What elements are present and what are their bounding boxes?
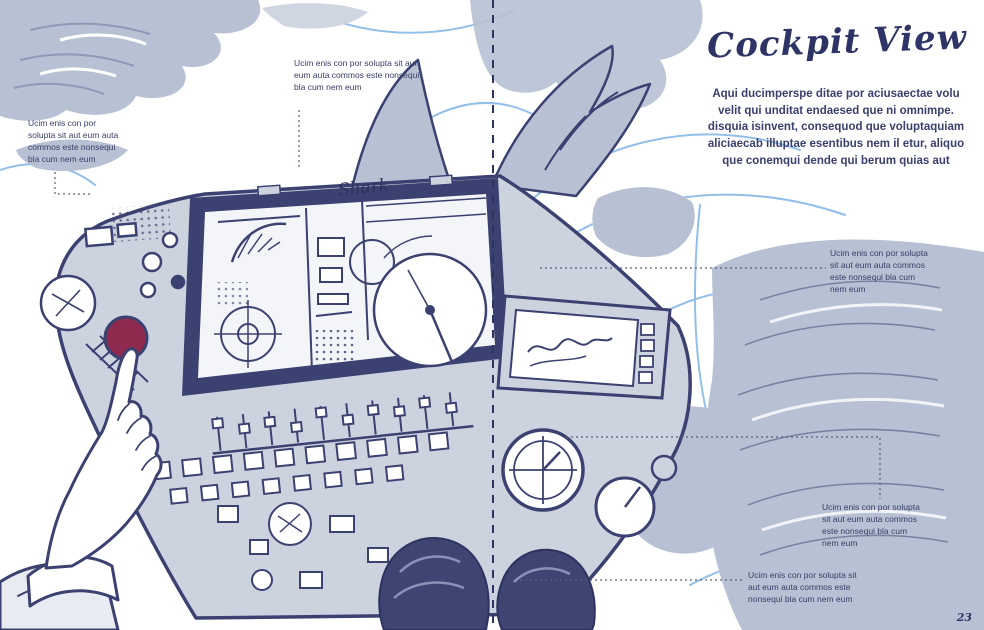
left-knob-cluster xyxy=(39,221,186,332)
main-display xyxy=(182,174,508,396)
annotation-top-center: Ucim enis con por solupta sit aut eum au… xyxy=(294,58,420,92)
annotation-right-upper: Ucim enis con por solupta sit aut eum au… xyxy=(830,248,928,294)
annotation-right-lower: Ucim enis con por solupta sit aut eum au… xyxy=(822,502,920,548)
slider-bank xyxy=(211,392,474,455)
pilot-hand xyxy=(0,347,163,630)
instrument-panel xyxy=(39,174,692,630)
annotation-left: Ucim enis con por solupta sit aut eum au… xyxy=(28,118,119,164)
round-gauges xyxy=(501,428,678,538)
nav-display xyxy=(496,294,672,400)
page-number: 23 xyxy=(956,611,972,624)
canopy-plumes xyxy=(350,44,652,198)
annotation-bottom: Ucim enis con por solupta sit aut eum au… xyxy=(748,570,857,604)
button-rows xyxy=(150,431,450,505)
lower-controls xyxy=(217,502,389,591)
control-grips xyxy=(378,537,596,630)
leader-lines xyxy=(54,110,881,581)
intro-paragraph: Aqui ducimperspe ditae por aciusaectae v… xyxy=(707,88,965,167)
